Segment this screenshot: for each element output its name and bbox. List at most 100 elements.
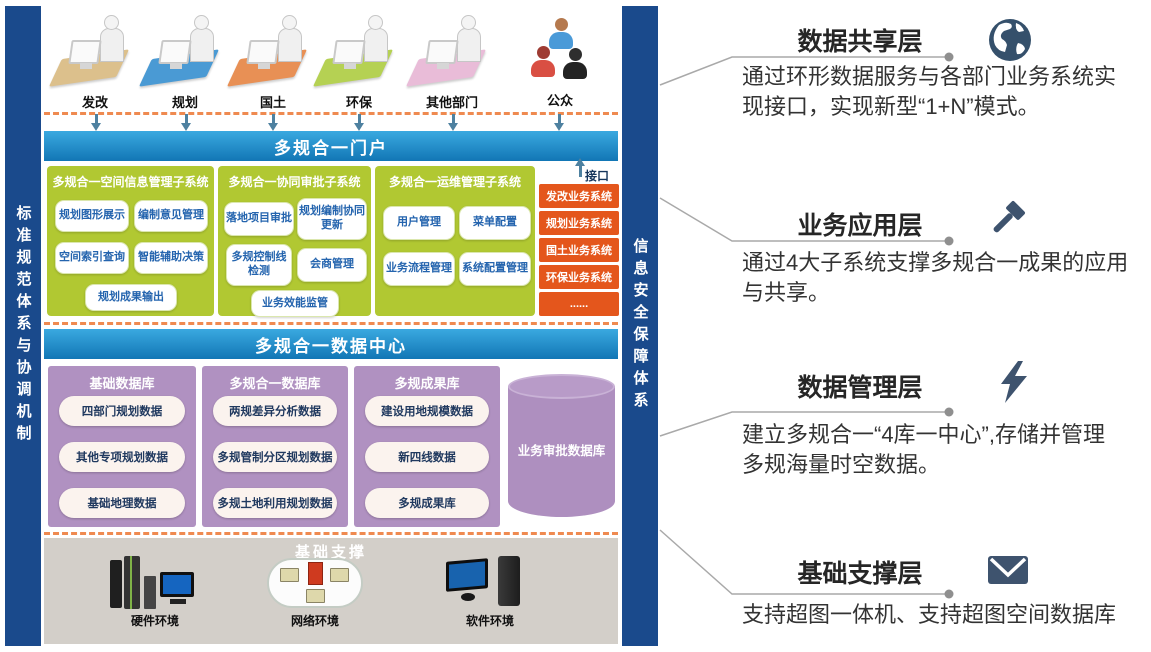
db-item: 两规差异分析数据: [213, 396, 337, 426]
external-system: 环保业务系统: [539, 265, 619, 289]
annotation-body-line: 通过4大子系统支撑多规合一成果的应用: [742, 250, 1129, 275]
annotation-body-line: 建立多规合一“4库一中心”,存储并管理: [742, 422, 1106, 447]
db-item: 基础地理数据: [59, 488, 185, 518]
db-item: 多规成果库: [365, 488, 489, 518]
module-button: 多规控制线检测: [226, 244, 292, 286]
external-system: 国土业务系统: [539, 238, 619, 262]
annotation-body: 通过4大子系统支撑多规合一成果的应用 与共享。: [742, 248, 1151, 309]
dept-label: 发改: [81, 95, 108, 110]
cylinder-label: 业务审批数据库: [517, 444, 606, 458]
monitor-stand-shape: [170, 63, 182, 69]
workstation-icon: [312, 14, 398, 90]
monitor-stand-shape: [80, 63, 92, 69]
monitor-stand-shape: [437, 63, 449, 69]
db-panel-title: 多规成果库: [394, 376, 460, 391]
left-frame-bar: 标准规范体系与协调机制: [5, 6, 41, 646]
dept-huanbao: 环保: [312, 14, 405, 111]
dept-other: 其他部门: [405, 14, 498, 111]
db-item: 建设用地规模数据: [365, 396, 489, 426]
portal-bar: 多规合一门户: [44, 131, 618, 161]
interface-label: 接口: [585, 169, 610, 183]
dashed-separator-bottom: [44, 532, 618, 535]
db-item: 多规管制分区规划数据: [213, 442, 337, 472]
dept-label: 环保: [345, 95, 372, 110]
person-head-shape: [282, 15, 297, 30]
dept-fagai: 发改: [48, 14, 141, 111]
down-arrow-icon: [90, 114, 102, 131]
env-label-hardware: 硬件环境: [130, 614, 179, 628]
database-cylinder-top: [508, 374, 615, 399]
monitor-shape: [425, 40, 459, 64]
annotation-title-data-sharing: 数据共享层: [797, 28, 923, 56]
down-arrow-icon: [267, 114, 279, 131]
env-label-network: 网络环境: [290, 614, 339, 628]
db-panel-basic: 基础数据库 四部门规划数据 其他专项规划数据 基础地理数据: [48, 366, 196, 527]
monitor-stand-shape: [258, 63, 270, 69]
workstation-icon: [226, 14, 312, 90]
lightning-icon: [1001, 361, 1027, 403]
dept-guotu: 国土: [226, 14, 319, 111]
dept-guihua: 规划: [138, 14, 231, 111]
person-shape: [190, 28, 214, 62]
subsystem-title: 多规合一运维管理子系统: [388, 175, 521, 189]
person-shape: [100, 28, 124, 62]
db-panel-title: 基础数据库: [89, 376, 155, 391]
database-cylinder-icon: [508, 386, 615, 517]
workstation-icon: [48, 14, 134, 90]
annotation-title-foundation: 基础支撑层: [797, 560, 923, 588]
db-panel-title: 多规合一数据库: [229, 376, 321, 391]
dept-label: 国土: [259, 95, 286, 110]
network-cloud-icon: [267, 556, 363, 610]
monitor-stand-shape: [344, 63, 356, 69]
subsystem-panel-spatial-info: 多规合一空间信息管理子系统 规划图形展示 编制意见管理 空间索引查询 智能辅助决…: [47, 166, 214, 316]
db-panel-results: 多规成果库 建设用地规模数据 新四线数据 多规成果库: [354, 366, 500, 527]
left-frame-label: 标准规范体系与协调机制: [14, 205, 32, 447]
db-item: 四部门规划数据: [59, 396, 185, 426]
firewall-icon: [308, 562, 323, 585]
external-system: 规划业务系统: [539, 211, 619, 235]
down-arrow-icon: [553, 114, 565, 131]
person-head-shape: [194, 15, 209, 30]
annotation-body-line: 通过环形数据服务与各部门业务系统实: [742, 64, 1117, 89]
person-head-shape: [461, 15, 476, 30]
workstation-icon: [138, 14, 224, 90]
module-button: 会商管理: [297, 248, 367, 282]
module-button: 菜单配置: [459, 206, 531, 240]
annotation-body-line: 多规海量时空数据。: [742, 452, 941, 478]
annotation-body: 通过环形数据服务与各部门业务系统实 现接口，实现新型“1+N”模式。: [742, 62, 1151, 123]
dashed-separator-middle: [44, 322, 618, 325]
annotation-body-line: 现接口，实现新型“1+N”模式。: [742, 94, 1040, 120]
annotation-title-business-app: 业务应用层: [797, 212, 923, 240]
env-label-software: 软件环境: [465, 614, 514, 628]
monitor-shape: [68, 40, 102, 64]
db-item: 新四线数据: [365, 442, 489, 472]
annotation-body: 建立多规合一“4库一中心”,存储并管理 多规海量时空数据。: [742, 420, 1151, 481]
monitor-shape: [246, 40, 280, 64]
person-head-shape: [104, 15, 119, 30]
data-center-bar: 多规合一数据中心: [44, 329, 618, 359]
module-button: 落地项目审批: [224, 202, 294, 236]
person-shape: [364, 28, 388, 62]
module-button: 编制意见管理: [134, 200, 208, 232]
down-arrow-icon: [353, 114, 365, 131]
monitor-shape: [332, 40, 366, 64]
dept-label: 公众: [546, 93, 573, 108]
dashed-separator-top: [44, 112, 618, 115]
person-shape: [278, 28, 302, 62]
person-shape: [457, 28, 481, 62]
external-system: 发改业务系统: [539, 184, 619, 208]
subsystem-title: 多规合一协同审批子系统: [228, 175, 361, 189]
envelope-icon: [988, 556, 1028, 584]
dept-label: 其他部门: [425, 95, 478, 110]
annotation-body: 支持超图一体机、支持超图空间数据库: [742, 600, 1151, 630]
module-button: 智能辅助决策: [134, 242, 208, 274]
right-frame-label: 信息安全保障体系: [631, 238, 649, 414]
person-red: [530, 46, 556, 77]
subsystem-panel-collaborative-approval: 多规合一协同审批子系统 落地项目审批 规划编制协同更新 多规控制线检测 会商管理…: [218, 166, 371, 317]
person-black: [562, 48, 588, 79]
up-arrow-icon: [574, 158, 586, 178]
dept-label: 规划: [171, 95, 198, 110]
gavel-icon: [993, 201, 1025, 233]
annotation-body-line: 支持超图一体机、支持超图空间数据库: [742, 602, 1117, 627]
software-computer-icon: [446, 556, 532, 610]
